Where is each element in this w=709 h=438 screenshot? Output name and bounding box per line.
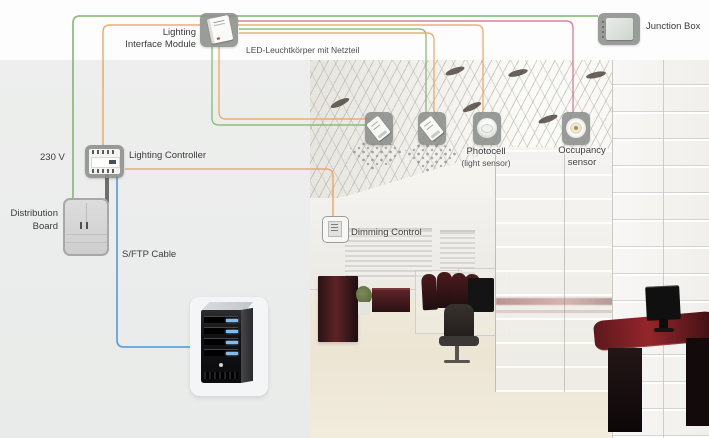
distribution-board-label: Distribution Board xyxy=(10,208,58,232)
window-blinds xyxy=(345,228,432,280)
monitor-stand xyxy=(659,319,668,329)
plant xyxy=(356,286,372,304)
junction-box-icon xyxy=(598,13,640,45)
plant-pot xyxy=(358,302,370,315)
monitor-base xyxy=(654,328,674,332)
photocell-icon xyxy=(473,112,501,145)
office-chair-base xyxy=(455,346,459,362)
desk-monitor xyxy=(468,278,494,312)
junction-box-label: Junction Box xyxy=(646,21,701,32)
office-chair xyxy=(444,304,474,338)
office-chair-seat xyxy=(439,336,479,346)
lighting-controller-label: Lighting Controller xyxy=(129,150,207,161)
window-blinds xyxy=(440,230,475,277)
wire-fixture2-power xyxy=(239,28,427,113)
sideboard xyxy=(372,288,410,312)
glass-partition xyxy=(495,150,614,392)
wire-controller-to-module xyxy=(102,24,200,146)
wire-230v-power-bus xyxy=(72,15,598,198)
lighting-controller-icon xyxy=(85,145,124,178)
wire-photocell xyxy=(238,24,484,113)
led-fixture-note: LED-Leuchtkörper mit Netzteil xyxy=(246,45,360,55)
occupancy-sensor-icon xyxy=(562,112,590,145)
cabinet xyxy=(318,276,358,342)
office-chair-feet xyxy=(444,360,470,363)
wire-fixture1-control xyxy=(218,46,369,120)
wire-fixture2-control xyxy=(239,32,435,113)
lighting-interface-module-icon xyxy=(200,13,238,47)
dimming-control-label: Dimming Control xyxy=(351,227,422,238)
sftp-cable-label: S/FTP Cable xyxy=(122,249,177,260)
table-leg xyxy=(608,348,642,432)
wire-sftp-data xyxy=(116,176,201,348)
occupancy-sensor-label: Occupancy sensor xyxy=(558,145,606,168)
lighting-interface-module-label: Lighting Interface Module xyxy=(125,27,196,50)
led-fixture-icon xyxy=(418,112,446,145)
photocell-label: Photocell (light sensor) xyxy=(461,146,511,168)
wire-dimming-control xyxy=(125,168,334,217)
chair xyxy=(437,272,452,308)
led-fixture-icon xyxy=(365,112,393,145)
distribution-board-icon xyxy=(63,198,109,256)
server-icon xyxy=(190,297,268,396)
dimming-control-icon xyxy=(322,216,349,243)
voltage-label: 230 V xyxy=(40,152,65,163)
table-leg xyxy=(686,338,709,426)
wire-fixture1-power xyxy=(211,46,369,126)
wire-occupancy-sensor xyxy=(238,20,574,113)
